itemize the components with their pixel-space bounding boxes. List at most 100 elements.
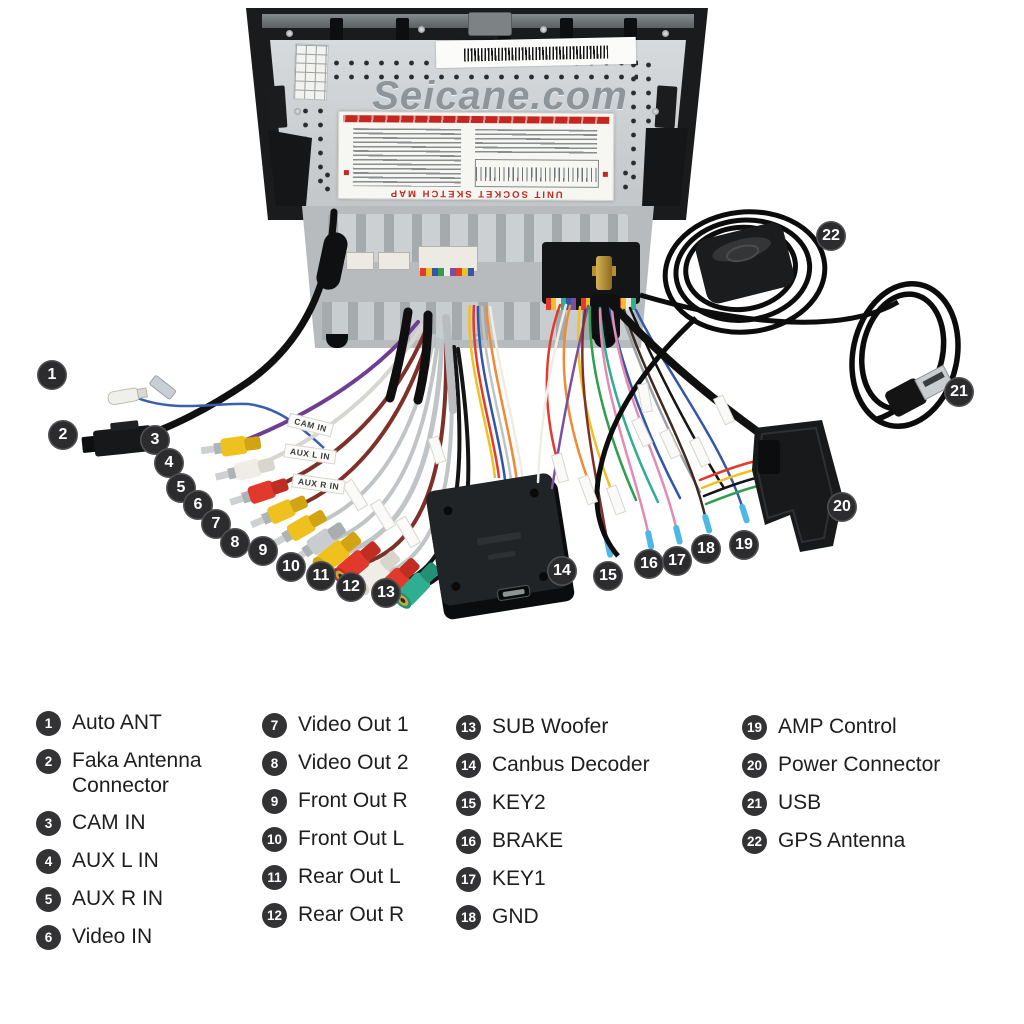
legend-item-10: 10 Front Out L [262, 826, 452, 852]
legend-num: 14 [456, 753, 481, 778]
legend-num: 12 [262, 903, 287, 928]
callout-14: 14 [547, 556, 577, 586]
canbus-decoder-box [426, 473, 575, 620]
rca-aux-l-in [214, 457, 276, 481]
white-socket [378, 252, 410, 270]
legend-label: Faka Antenna Connector [72, 749, 202, 797]
legend-label: SUB Woofer [492, 715, 609, 738]
legend-num: 22 [742, 829, 767, 854]
callout-12: 12 [336, 572, 366, 602]
legend-label: USB [778, 791, 822, 814]
cable-tags [341, 382, 736, 549]
callout-16: 16 [634, 549, 664, 579]
legend-label: Power Connector [778, 753, 941, 776]
pin-row [420, 268, 474, 276]
mount-clip [330, 18, 343, 44]
rca-video-out-2 [291, 522, 346, 563]
legend-label: Rear Out L [298, 865, 401, 888]
legend-label: Video Out 1 [298, 713, 409, 736]
legend-item-16: 16 BRAKE [456, 828, 691, 854]
legend-item-6: 6 Video IN [36, 924, 241, 950]
brand-logo-text: Seicane.com [372, 74, 628, 118]
callout-10: 10 [276, 552, 306, 582]
power-cable [606, 298, 762, 436]
screw [418, 26, 425, 33]
screw [652, 108, 659, 115]
legend-num: 11 [262, 865, 287, 890]
legend-item-13: 13 SUB Woofer [456, 714, 691, 740]
legend-num: 13 [456, 715, 481, 740]
callout-15: 15 [593, 561, 623, 591]
legend-item-9: 9 Front Out R [262, 788, 452, 814]
legend-item-22: 22 GPS Antenna [742, 828, 982, 854]
usb-connector [885, 364, 955, 417]
left-side-bracket [268, 130, 312, 206]
rca-cam-in [200, 435, 262, 457]
legend-label: Canbus Decoder [492, 753, 650, 776]
callout-17: 17 [662, 546, 692, 576]
legend-label: Video IN [72, 925, 153, 948]
legend-num: 20 [742, 753, 767, 778]
rca-sub-woofer [394, 562, 441, 609]
gps-cable [594, 316, 698, 558]
callout-21: 21 [944, 377, 974, 407]
fakra-antenna-cable [134, 208, 338, 442]
legend-label: Auto ANT [72, 711, 162, 734]
screw [662, 30, 669, 37]
screw [540, 26, 547, 33]
main-harness-connector [542, 242, 640, 304]
center-latch [468, 12, 512, 36]
right-side-bracket [642, 128, 688, 206]
gps-antenna [662, 209, 828, 335]
callout-22: 22 [816, 221, 846, 251]
legend-label: Front Out R [298, 789, 408, 812]
power-connector-block [752, 420, 843, 552]
legend-item-7: 7 Video Out 1 [262, 712, 452, 738]
callout-18: 18 [691, 534, 721, 564]
legend-label: GPS Antenna [778, 829, 906, 852]
legend-item-12: 12 Rear Out R [262, 902, 452, 928]
white-socket [346, 252, 374, 270]
rca-video-in [249, 495, 308, 529]
legend-num: 8 [262, 751, 287, 776]
auto-ant-spade-terminal [107, 387, 149, 406]
legend-label: AMP Control [778, 715, 897, 738]
antenna-jack [596, 256, 612, 290]
callout-2: 2 [48, 420, 78, 450]
legend-label: GND [492, 905, 539, 928]
legend-num: 10 [262, 827, 287, 852]
screw [474, 334, 481, 341]
chassis-foot [594, 334, 616, 348]
legend-num: 16 [456, 829, 481, 854]
callout-19: 19 [729, 530, 759, 560]
legend-num: 7 [262, 713, 287, 738]
canbus-wires [468, 304, 525, 483]
callout-1: 1 [37, 360, 67, 390]
legend-num: 19 [742, 715, 767, 740]
legend-label: Rear Out R [298, 903, 405, 926]
legend-label: Front Out L [298, 827, 405, 850]
legend-label: KEY1 [492, 867, 546, 890]
screw [286, 30, 293, 37]
legend-num: 9 [262, 789, 287, 814]
legend-num: 1 [36, 711, 61, 736]
rca-harness-socket [418, 246, 478, 272]
mount-clip [396, 18, 409, 44]
legend-num: 3 [36, 811, 61, 836]
legend-label: BRAKE [492, 829, 564, 852]
legend-item-19: 19 AMP Control [742, 714, 982, 740]
callout-13: 13 [371, 578, 401, 608]
legend-num: 6 [36, 925, 61, 950]
screw [294, 108, 301, 115]
legend-label: KEY2 [492, 791, 546, 814]
